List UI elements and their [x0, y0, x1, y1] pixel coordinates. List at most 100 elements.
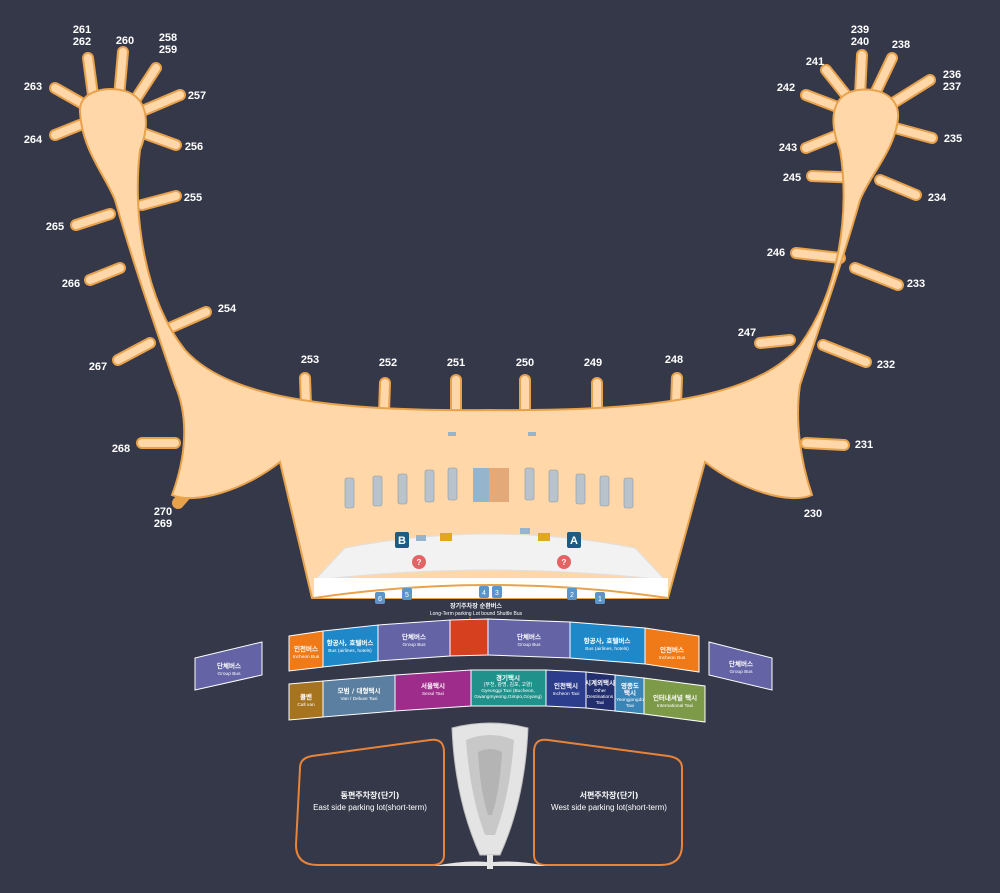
- seoul-taxi-stand[interactable]: [394, 669, 472, 712]
- svg-text:Call van: Call van: [297, 702, 315, 708]
- svg-text:?: ?: [562, 558, 567, 567]
- svg-text:Seoul Taxi: Seoul Taxi: [422, 691, 444, 697]
- svg-text:Taxi: Taxi: [596, 700, 605, 706]
- svg-text:단체버스: 단체버스: [402, 632, 426, 641]
- gate-264[interactable]: 264: [24, 134, 43, 146]
- curb-area: [314, 578, 668, 598]
- svg-text:B: B: [398, 535, 406, 547]
- transportation-center: [434, 722, 546, 869]
- svg-text:Group Bus: Group Bus: [403, 642, 427, 648]
- shuttle-stop[interactable]: [449, 618, 489, 657]
- svg-text:?: ?: [417, 558, 422, 567]
- gate-248[interactable]: 248: [665, 354, 683, 366]
- info-desk-right-icon: ?: [557, 555, 571, 569]
- gate-251[interactable]: 251: [447, 357, 465, 369]
- svg-text:4: 4: [482, 590, 486, 597]
- terminal-side-a-marker: A: [567, 532, 581, 548]
- terminal-outline: [78, 88, 900, 599]
- svg-text:Group Bus: Group Bus: [218, 671, 242, 677]
- svg-text:동편주차장(단기): 동편주차장(단기): [341, 790, 400, 800]
- bus-stop-row: 인천버스 Incheon Bus 항공사, 호텔버스 Bus (airlines…: [288, 618, 700, 673]
- gate-242[interactable]: 242: [777, 82, 795, 94]
- gate-243[interactable]: 243: [779, 142, 797, 154]
- incheon-bus-right-stop[interactable]: [644, 627, 700, 673]
- svg-text:Taxi: Taxi: [626, 703, 635, 709]
- gate-250[interactable]: 250: [516, 357, 534, 369]
- gate-254[interactable]: 254: [218, 303, 237, 315]
- van-taxi-stand[interactable]: [322, 674, 396, 718]
- gate-263[interactable]: 263: [24, 81, 42, 93]
- gate-247[interactable]: 247: [738, 327, 756, 339]
- svg-text:Gyeonggi Taxi (Bucheon,: Gyeonggi Taxi (Bucheon,: [481, 688, 535, 694]
- info-desk-left-icon: ?: [412, 555, 426, 569]
- gate-231[interactable]: 231: [855, 439, 873, 451]
- intl-taxi-stand[interactable]: [643, 677, 706, 723]
- east-parking-lot[interactable]: 동편주차장(단기) East side parking lot(short-te…: [294, 738, 445, 866]
- gate-249[interactable]: 249: [584, 357, 602, 369]
- svg-text:인천버스: 인천버스: [294, 644, 318, 653]
- taxi-stand-row: 콜밴 Call van 모범 / 대형택시 Van / Deluxe Taxi …: [288, 669, 706, 723]
- gate-256[interactable]: 256: [185, 141, 203, 153]
- svg-text:장기주차장 순환버스: 장기주차장 순환버스: [450, 602, 502, 610]
- gate-260[interactable]: 260: [116, 35, 134, 47]
- svg-text:Group Bus: Group Bus: [518, 642, 542, 648]
- svg-text:6: 6: [378, 596, 382, 603]
- center-facility-orange: [489, 468, 509, 502]
- gate-267[interactable]: 267: [89, 361, 107, 373]
- svg-text:2: 2: [570, 592, 574, 599]
- svg-text:Group Bus: Group Bus: [730, 669, 754, 675]
- gate-253[interactable]: 253: [301, 354, 319, 366]
- info-sign-left: [440, 533, 452, 541]
- gate-266[interactable]: 266: [62, 278, 80, 290]
- gate-238[interactable]: 238: [892, 39, 910, 51]
- gate-230[interactable]: 230: [804, 508, 822, 520]
- gate-257[interactable]: 257: [188, 90, 206, 102]
- svg-text:5: 5: [405, 592, 409, 599]
- svg-text:Bus (airlines, hotels): Bus (airlines, hotels): [328, 648, 372, 654]
- exit-markers: 6 5 4 3 2 1: [375, 586, 605, 604]
- exit-1-marker: 1: [595, 592, 605, 604]
- gate-241[interactable]: 241: [806, 56, 824, 68]
- gate-246[interactable]: 246: [767, 247, 785, 259]
- terminal-side-b-marker: B: [395, 532, 409, 548]
- gate-265[interactable]: 265: [46, 221, 64, 233]
- gate-234[interactable]: 234: [928, 192, 947, 204]
- svg-text:인천택시: 인천택시: [554, 681, 578, 690]
- gate-252[interactable]: 252: [379, 357, 397, 369]
- svg-text:(부천, 광명, 김포, 고양): (부천, 광명, 김포, 고양): [484, 681, 533, 688]
- svg-text:시계외택시: 시계외택시: [585, 678, 615, 687]
- gate-235[interactable]: 235: [944, 133, 962, 145]
- svg-text:International Taxi: International Taxi: [657, 703, 693, 709]
- gate-labels-center: 253 252 251 250 249 248: [301, 354, 683, 369]
- info-sign-right: [538, 533, 550, 541]
- svg-text:Incheon Bus: Incheon Bus: [293, 654, 320, 660]
- svg-text:Destinations: Destinations: [587, 694, 614, 700]
- gate-255[interactable]: 255: [184, 192, 202, 204]
- group-bus-side-right[interactable]: 단체버스 Group Bus: [708, 641, 773, 691]
- svg-text:A: A: [570, 535, 578, 547]
- svg-text:Long-Term parking Lot bound Sh: Long-Term parking Lot bound Shuttle Bus: [430, 611, 523, 617]
- gate-245[interactable]: 245: [783, 172, 801, 184]
- svg-text:단체버스: 단체버스: [217, 661, 241, 670]
- svg-text:Other: Other: [594, 688, 606, 694]
- gate-268[interactable]: 268: [112, 443, 130, 455]
- svg-text:항공사, 호텔버스: 항공사, 호텔버스: [584, 636, 631, 645]
- svg-text:단체버스: 단체버스: [517, 632, 541, 641]
- parked-aircraft: [344, 467, 634, 509]
- exit-4-marker: 4: [479, 586, 489, 598]
- svg-text:East side parking lot(short-te: East side parking lot(short-term): [313, 803, 427, 812]
- svg-text:서편주차장(단기): 서편주차장(단기): [580, 790, 639, 800]
- svg-text:Bus (airlines, hotels): Bus (airlines, hotels): [585, 646, 629, 652]
- gate-233[interactable]: 233: [907, 278, 925, 290]
- svg-text:모범 / 대형택시: 모범 / 대형택시: [338, 686, 381, 695]
- west-parking-lot[interactable]: 서편주차장(단기) West side parking lot(short-te…: [533, 738, 683, 866]
- group-bus-side-left[interactable]: 단체버스 Group Bus: [194, 641, 263, 691]
- gate-232[interactable]: 232: [877, 359, 895, 371]
